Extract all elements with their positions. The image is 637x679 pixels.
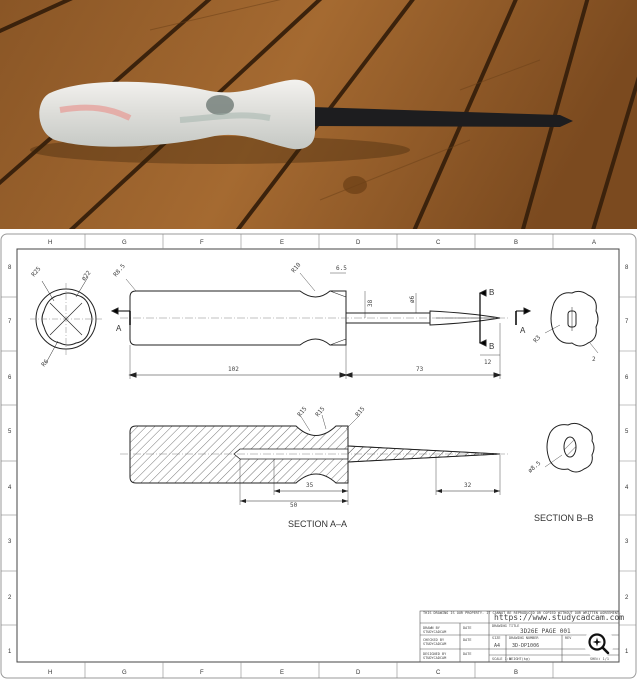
dim-r3: R3 <box>532 334 542 344</box>
grid-col: C <box>436 240 441 246</box>
dim-50: 50 <box>290 502 298 509</box>
cut-a-right: A <box>520 326 526 335</box>
grid-col: E <box>280 670 284 676</box>
tb-notes: THIS DRAWING IS OUR PROPERTY. IT CANNOT … <box>423 611 621 615</box>
section-b-label: SECTION B–B <box>534 513 594 523</box>
grid-row: 6 <box>625 375 629 381</box>
drawing-svg: H G F E D C B A H G F E D C B 8 7 6 5 4 … <box>0 233 637 679</box>
dim-38: 38 <box>367 299 374 307</box>
dim-32: 32 <box>464 482 472 489</box>
grid-row: 3 <box>8 539 12 545</box>
tb-url: https://www.studycadcam.com <box>494 613 624 622</box>
tb-drawn-by-label: DRAWN BY <box>423 626 441 630</box>
tb-checked-by-label: CHECKED BY <box>423 638 445 642</box>
dim-2: 2 <box>592 356 596 363</box>
photo-illustration <box>0 0 637 229</box>
grid-col: F <box>200 670 204 676</box>
grid-row: 5 <box>625 429 629 435</box>
grid-col: G <box>122 670 127 676</box>
grid-col: D <box>356 670 361 676</box>
grid-row: 4 <box>625 485 629 491</box>
grid-col: B <box>514 240 518 246</box>
zoom-sparkle-icon <box>588 633 610 655</box>
tb-title-label: DRAWING TITLE <box>492 624 519 628</box>
grid-row: 2 <box>8 595 12 601</box>
dim-35: 35 <box>306 482 314 489</box>
dim-102: 102 <box>228 366 239 373</box>
section-b-view <box>544 422 595 473</box>
tb-size: A4 <box>494 643 500 649</box>
dim-73: 73 <box>416 366 424 373</box>
grid-col: C <box>436 670 441 676</box>
tb-sheet: SHEET 1/1 <box>590 657 609 661</box>
grid-row: 8 <box>625 265 629 271</box>
grid-row: 1 <box>8 649 12 655</box>
grid-col: F <box>200 240 204 246</box>
cut-b-top: B <box>489 288 494 297</box>
tb-date-label: DATE <box>463 638 471 642</box>
tb-drawn-by: STUDYCADCAM <box>423 630 446 634</box>
grid-col: H <box>48 670 52 676</box>
tb-dwg-no: 3D-DP1006 <box>512 643 539 649</box>
section-a-view <box>120 414 510 505</box>
tb-rev-label: REV <box>565 636 572 640</box>
grid-row: 2 <box>625 595 629 601</box>
tb-dwg-no-label: DRAWING NUMBER <box>509 636 539 640</box>
grid-row: 7 <box>625 319 629 325</box>
grid-row: 4 <box>8 485 12 491</box>
section-a-label: SECTION A–A <box>288 519 347 529</box>
grid-row: 7 <box>8 319 12 325</box>
cut-b-bottom: B <box>489 342 494 351</box>
zoom-button[interactable] <box>584 628 614 658</box>
grid-row: 1 <box>625 649 629 655</box>
dim-65: 6.5 <box>336 265 347 272</box>
grid-col: A <box>592 240 596 246</box>
grid-row: 5 <box>8 429 12 435</box>
grid-row: 3 <box>625 539 629 545</box>
cut-a-left: A <box>116 324 122 333</box>
dim-12: 12 <box>484 359 492 366</box>
dim-o6: ø6 <box>409 295 416 303</box>
engineering-drawing: H G F E D C B A H G F E D C B 8 7 6 5 4 … <box>0 233 637 679</box>
tb-designed-by: STUDYCADCAM <box>423 656 446 660</box>
grid-row: 8 <box>8 265 12 271</box>
tb-date-label: DATE <box>463 652 471 656</box>
grid-row: 6 <box>8 375 12 381</box>
tb-checked-by: STUDYCADCAM <box>423 642 446 646</box>
dim-r6: R6 <box>40 358 50 368</box>
grid-ticks <box>1 234 636 678</box>
tb-title: 3D26E PAGE 001 <box>520 628 571 635</box>
grid-col: G <box>122 240 127 246</box>
grid-col: D <box>356 240 361 246</box>
grid-labels: H G F E D C B A H G F E D C B 8 7 6 5 4 … <box>8 240 629 676</box>
screwdriver-photo <box>0 0 637 229</box>
end-view-right <box>544 290 599 354</box>
tb-date-label: DATE <box>463 626 471 630</box>
grid-col: B <box>514 670 518 676</box>
grid-col: E <box>280 240 284 246</box>
end-view-left <box>30 276 102 364</box>
tb-designed-by-label: DESIGNED BY <box>423 652 447 656</box>
tb-size-label: SIZE <box>492 636 500 640</box>
tb-weight: WEIGHT(kg) <box>509 657 530 661</box>
front-view <box>110 272 532 379</box>
separator <box>0 229 637 233</box>
tb-scale: SCALE 1:1 <box>492 657 511 661</box>
title-block-text: THIS DRAWING IS OUR PROPERTY. IT CANNOT … <box>423 611 621 661</box>
grid-col: H <box>48 240 52 246</box>
